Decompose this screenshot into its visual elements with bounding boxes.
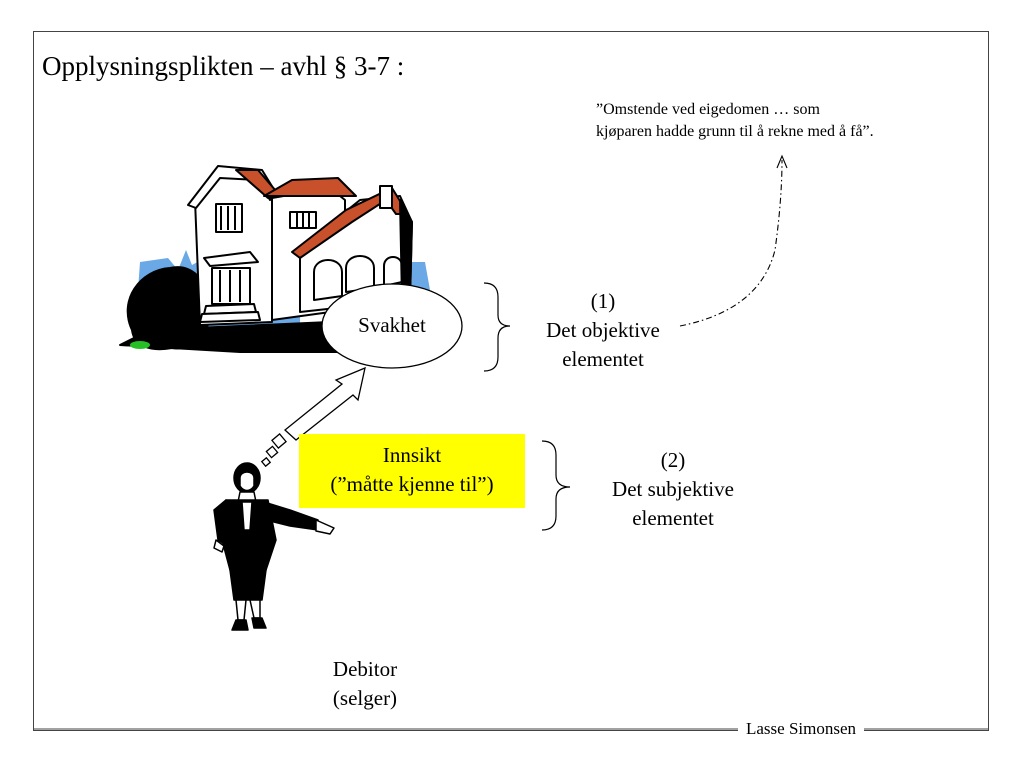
objective-line-2: elementet — [562, 347, 644, 371]
brace-objective — [483, 282, 511, 372]
quote-line-2: kjøparen hadde grunn til å rekne med å f… — [596, 123, 874, 140]
subjective-line-1: Det subjektive — [612, 477, 734, 501]
slide-border — [33, 31, 989, 731]
weakness-label: Svakhet — [358, 313, 426, 337]
insight-line-2: (”måtte kjenne til”) — [330, 472, 494, 496]
subjective-line-2: elementet — [632, 506, 714, 530]
slide-title: Opplysningsplikten – avhl § 3-7 : — [42, 51, 405, 81]
footer-author: Lasse Simonsen — [738, 718, 865, 740]
insight-arrow — [260, 366, 366, 468]
debitor-line-2: (selger) — [332, 686, 398, 710]
objective-line-1: Det objektive — [546, 318, 660, 342]
debitor-line-1: Debitor — [332, 657, 398, 681]
weakness-ellipse — [321, 283, 463, 369]
quote-line-1: ”Omstende ved eigedomen … som — [596, 101, 820, 118]
brace-subjective — [541, 440, 571, 531]
quote-arrowhead — [776, 154, 788, 169]
subjective-number: (2) — [660, 448, 686, 472]
insight-highlight-box — [299, 434, 525, 508]
insight-line-1: Innsikt — [382, 443, 442, 467]
quote-arrow — [679, 159, 783, 327]
objective-number: (1) — [590, 289, 616, 313]
house-clipart — [119, 165, 430, 353]
businesswoman-clipart — [213, 462, 335, 631]
